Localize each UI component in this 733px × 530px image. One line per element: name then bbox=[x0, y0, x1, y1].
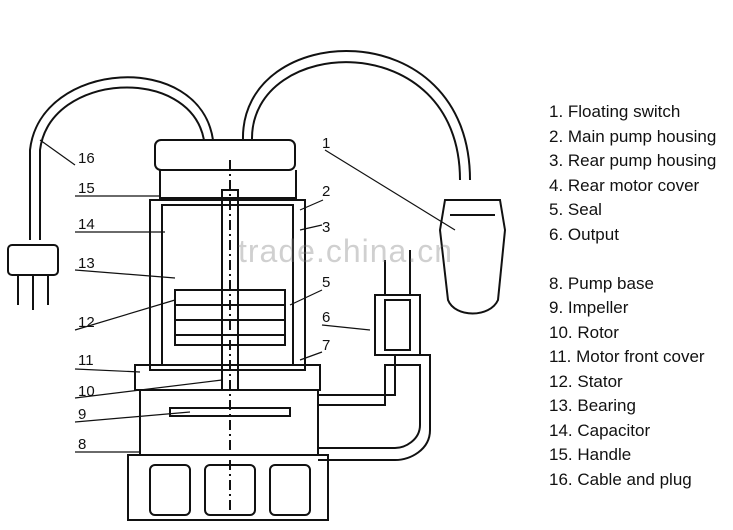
outlet-elbow bbox=[318, 354, 431, 461]
plug-body bbox=[7, 244, 59, 276]
watermark: trade.china.cn bbox=[238, 233, 454, 269]
legend-item-15: 15. Handle bbox=[549, 445, 632, 464]
legend-item-10: 10. Rotor bbox=[549, 322, 619, 342]
legend-item-5: 5. Seal bbox=[549, 200, 602, 219]
legend-item-7 bbox=[549, 247, 716, 272]
callout-2: 2 bbox=[322, 183, 330, 200]
parts-legend: 1. Floating switch 2. Main pump housing … bbox=[549, 100, 716, 492]
stator bbox=[174, 289, 286, 346]
legend-item-6: 6. Output bbox=[549, 224, 619, 244]
callout-5: 5 bbox=[322, 274, 330, 291]
legend-item-1: 1. Floating switch bbox=[549, 102, 681, 121]
legend-item-14: 14. Capacitor bbox=[549, 420, 651, 440]
legend-item-12: 12. Stator bbox=[549, 371, 623, 391]
legend-item-9: 9. Impeller bbox=[549, 298, 629, 317]
callout-7: 7 bbox=[322, 337, 330, 354]
pump-base bbox=[127, 454, 329, 521]
callout-15: 15 bbox=[78, 180, 95, 197]
left-cable bbox=[29, 76, 214, 240]
callout-9: 9 bbox=[78, 406, 86, 423]
handle-cap bbox=[154, 139, 296, 171]
legend-item-3: 3. Rear pump housing bbox=[549, 151, 717, 170]
callout-8: 8 bbox=[78, 436, 86, 453]
callout-14: 14 bbox=[78, 216, 95, 233]
callout-13: 13 bbox=[78, 255, 95, 272]
floating-switch bbox=[438, 199, 507, 315]
output-pipe bbox=[374, 294, 421, 356]
callout-1: 1 bbox=[322, 135, 330, 152]
callout-16: 16 bbox=[78, 150, 95, 167]
callout-6: 6 bbox=[322, 309, 330, 326]
main-housing bbox=[149, 199, 306, 371]
motor-front-cover bbox=[134, 364, 321, 391]
legend-item-13: 13. Bearing bbox=[549, 396, 636, 415]
right-cable bbox=[241, 49, 471, 181]
legend-item-4: 4. Rear motor cover bbox=[549, 175, 700, 195]
legend-item-16: 16. Cable and plug bbox=[549, 469, 692, 489]
legend-item-11: 11. Motor front cover bbox=[549, 347, 705, 366]
callout-12: 12 bbox=[78, 314, 95, 331]
callout-10: 10 bbox=[78, 383, 95, 400]
legend-item-2: 2. Main pump housing bbox=[549, 126, 717, 146]
callout-3: 3 bbox=[322, 219, 330, 236]
legend-item-8: 8. Pump base bbox=[549, 273, 654, 293]
callout-11: 11 bbox=[78, 352, 94, 369]
